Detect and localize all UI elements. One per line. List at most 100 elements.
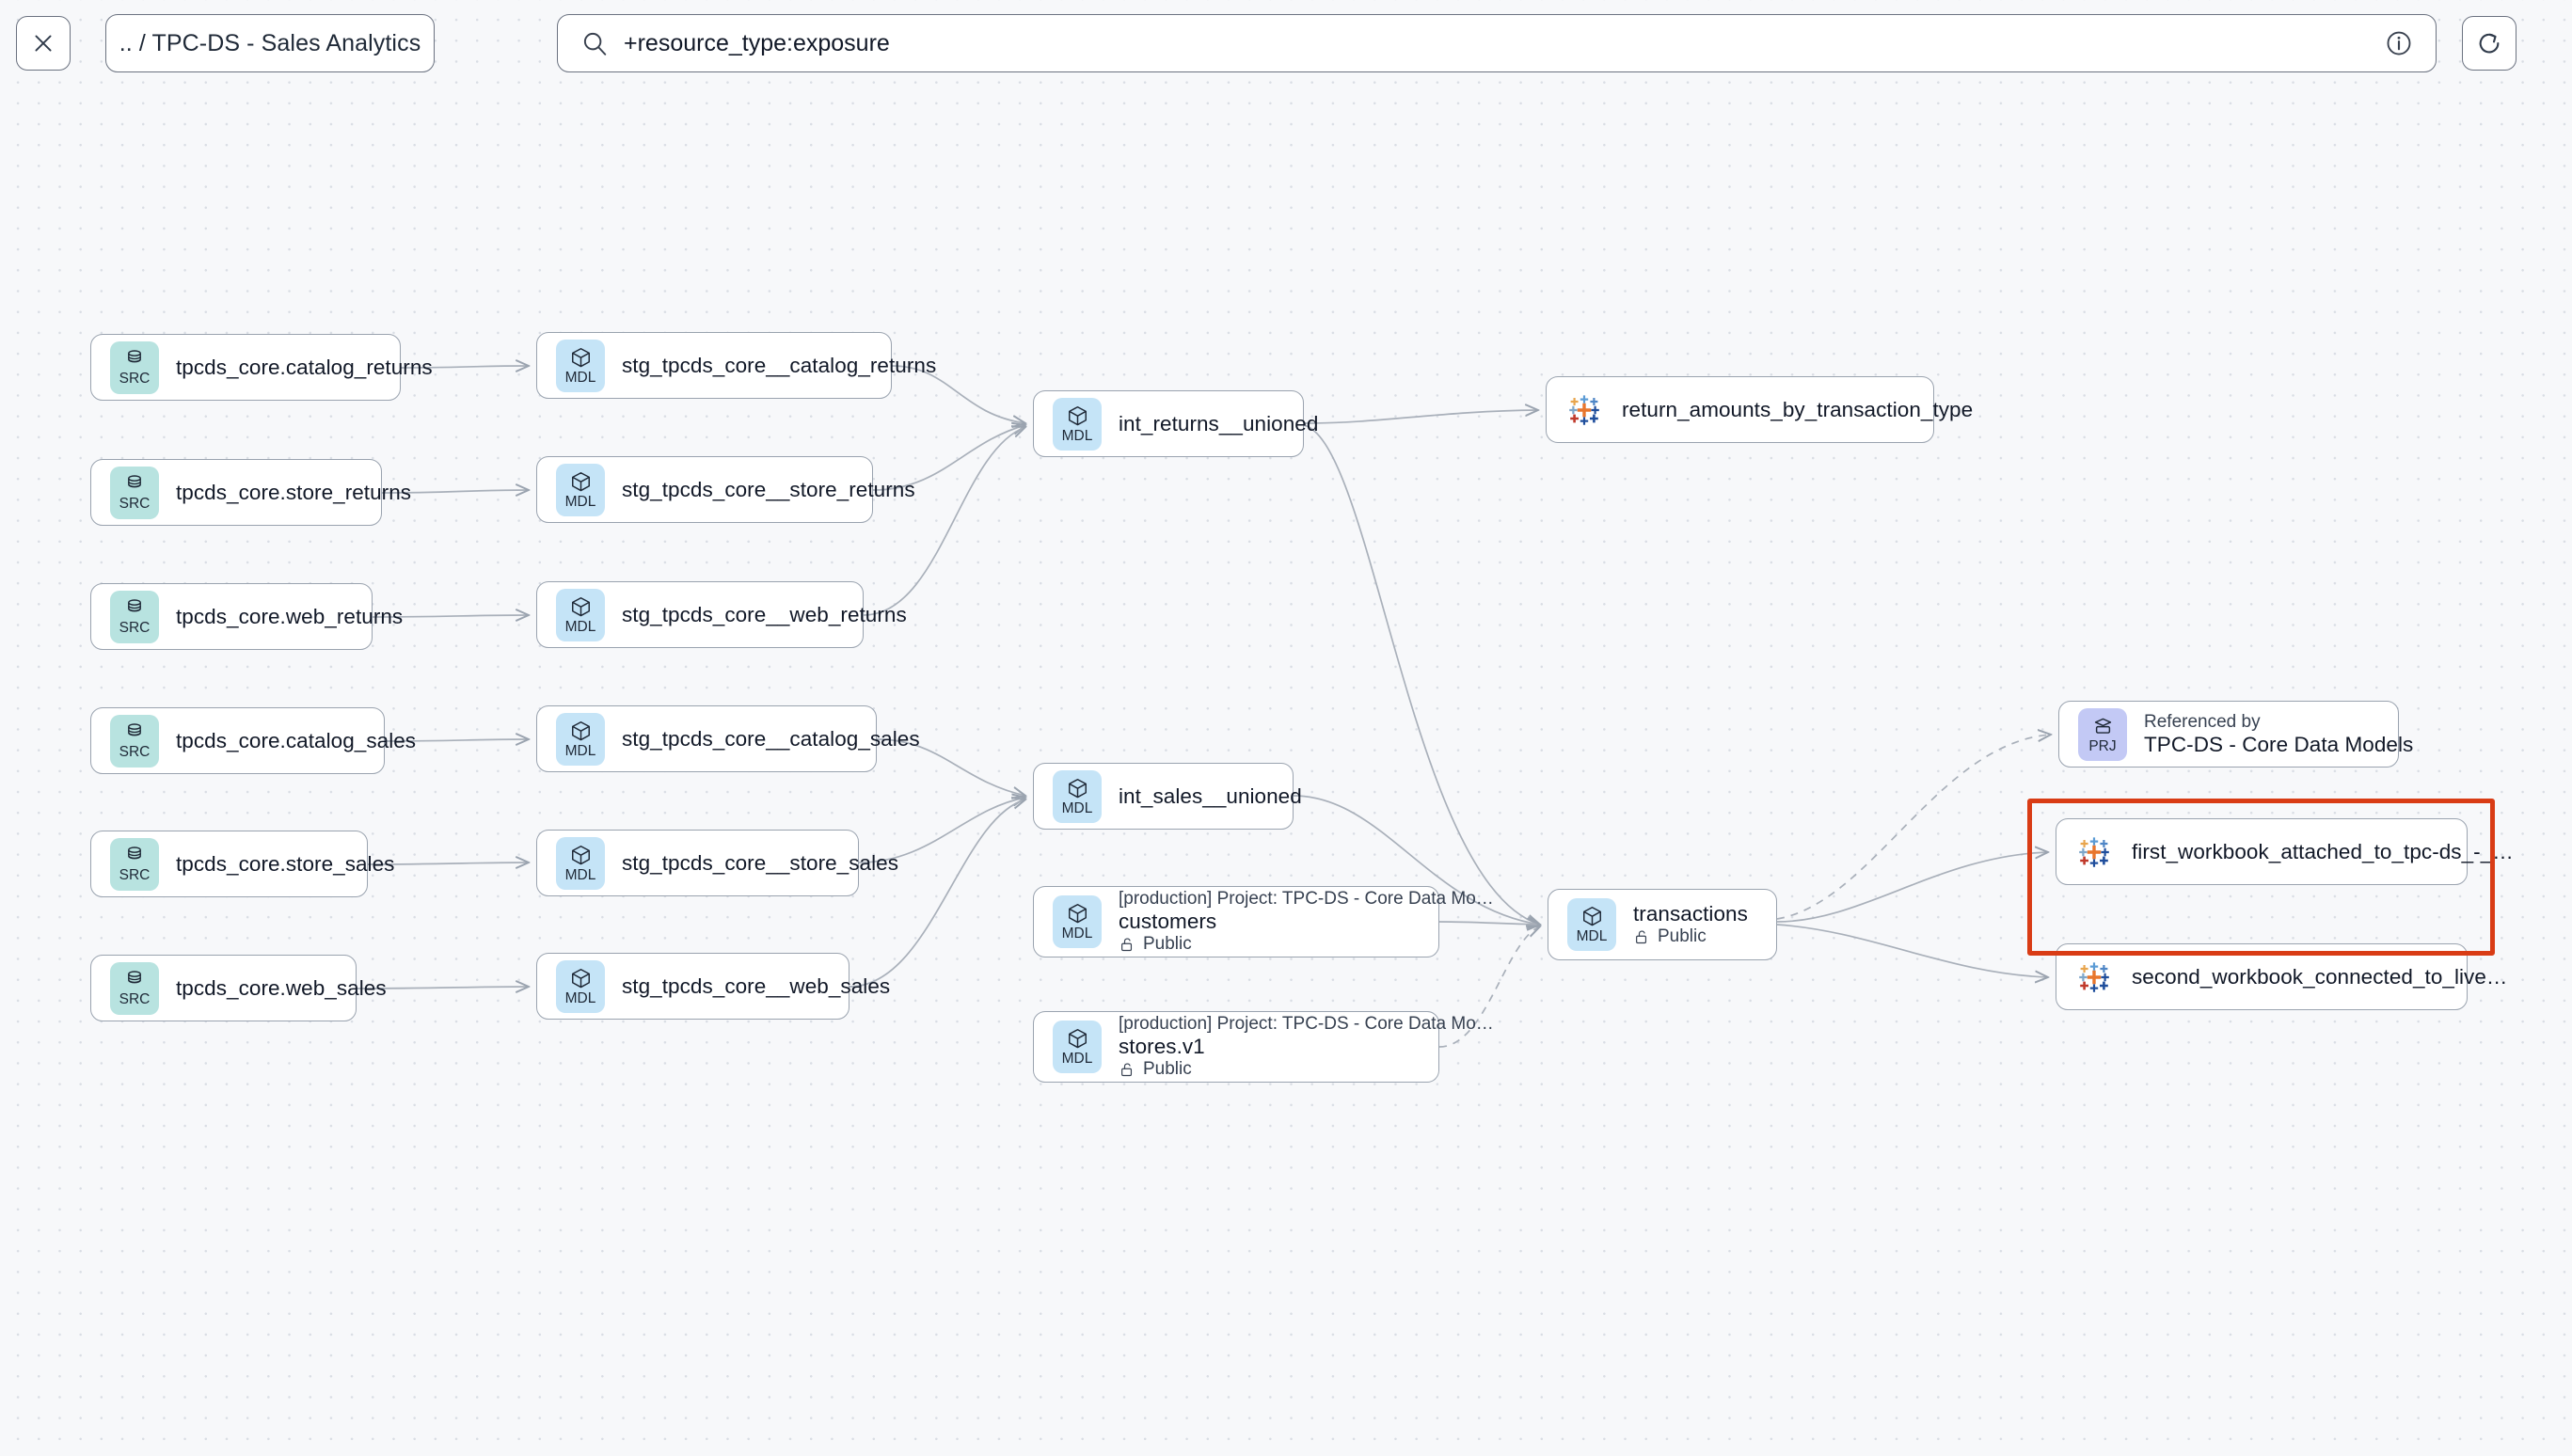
node-type-badge: MDL	[1053, 1021, 1102, 1073]
graph-node-mdl-stores[interactable]: MDL [production] Project: TPC-DS - Core D…	[1033, 1011, 1494, 1083]
node-body: stg_tpcds_core__store_sales	[622, 850, 899, 876]
node-visibility-label: Public	[1143, 1059, 1192, 1079]
cube-icon	[1582, 907, 1601, 926]
close-button[interactable]	[16, 16, 71, 71]
unlock-icon	[1121, 1063, 1133, 1076]
node-type-badge-label: SRC	[119, 867, 151, 884]
node-type-badge-label: SRC	[119, 371, 151, 388]
node-subtitle: [production] Project: TPC-DS - Core Data…	[1119, 889, 1494, 909]
node-type-badge-label: MDL	[564, 866, 596, 883]
node-type-badge: SRC	[110, 466, 159, 519]
cube-icon	[1068, 405, 1087, 426]
node-subtitle: [production] Project: TPC-DS - Core Data…	[1119, 1014, 1494, 1034]
graph-node-src-catalog-returns[interactable]: SRC tpcds_core.catalog_returns	[90, 334, 433, 401]
unlock-icon	[1636, 930, 1647, 943]
tableau-icon	[2079, 961, 2109, 992]
breadcrumb-label: .. / TPC-DS - Sales Analytics	[119, 29, 421, 56]
graph-node-mdl-customers[interactable]: MDL [production] Project: TPC-DS - Core D…	[1033, 886, 1494, 957]
graph-node-stg-store-sales[interactable]: MDL stg_tpcds_core__store_sales	[536, 830, 899, 896]
node-title: stg_tpcds_core__catalog_sales	[622, 726, 920, 751]
node-visibility: Public	[1633, 926, 1748, 947]
cube-icon	[1068, 1029, 1087, 1049]
graph-node-stg-web-returns[interactable]: MDL stg_tpcds_core__web_returns	[536, 581, 907, 648]
node-body: [production] Project: TPC-DS - Core Data…	[1119, 1014, 1494, 1080]
node-type-badge: SRC	[110, 590, 159, 643]
graph-node-int-sales-unioned[interactable]: MDL int_sales__unioned	[1033, 763, 1302, 830]
node-body: tpcds_core.web_returns	[176, 605, 403, 629]
graph-node-exp-first-workbook[interactable]: first_workbook_attached_to_tpc-ds_-_…	[2056, 818, 2514, 885]
cube-icon	[571, 471, 590, 492]
cube-icon	[571, 845, 590, 865]
graph-node-src-web-returns[interactable]: SRC tpcds_core.web_returns	[90, 583, 403, 650]
node-body: stg_tpcds_core__catalog_returns	[622, 354, 936, 378]
database-icon	[128, 971, 141, 984]
node-body: second_workbook_connected_to_live…	[2132, 965, 2507, 989]
graph-node-stg-catalog-returns[interactable]: MDL stg_tpcds_core__catalog_returns	[536, 332, 936, 399]
node-body: tpcds_core.store_returns	[176, 480, 412, 505]
refresh-icon	[2479, 33, 2500, 54]
node-title: tpcds_core.catalog_sales	[176, 728, 417, 752]
node-title: stg_tpcds_core__web_returns	[622, 602, 907, 626]
search-bar[interactable]: +resource_type:exposure	[557, 14, 2437, 72]
node-visibility-label: Public	[1143, 934, 1192, 954]
node-title: stg_tpcds_core__web_sales	[622, 973, 891, 998]
node-title: tpcds_core.store_sales	[176, 851, 395, 876]
node-title: first_workbook_attached_to_tpc-ds_-_…	[2132, 839, 2514, 863]
graph-node-stg-catalog-sales[interactable]: MDL stg_tpcds_core__catalog_sales	[536, 705, 920, 772]
node-type-badge: MDL	[556, 588, 605, 641]
refresh-button[interactable]	[2462, 16, 2516, 71]
cube-icon	[571, 596, 590, 617]
node-type-badge: MDL	[556, 339, 605, 392]
graph-node-src-store-returns[interactable]: SRC tpcds_core.store_returns	[90, 459, 412, 526]
node-title: int_sales__unioned	[1119, 783, 1302, 808]
node-type-badge-label: MDL	[1061, 926, 1093, 942]
node-title: tpcds_core.catalog_returns	[176, 355, 433, 379]
stack-icon	[2094, 718, 2111, 734]
node-type-badge-label: MDL	[564, 989, 596, 1006]
info-icon[interactable]	[2385, 29, 2413, 57]
node-body: stg_tpcds_core__web_sales	[622, 973, 891, 999]
tableau-icon	[1569, 394, 1599, 425]
close-icon	[35, 35, 52, 52]
top-toolbar: .. / TPC-DS - Sales Analytics +resource_…	[0, 0, 2572, 109]
node-body: int_sales__unioned	[1119, 783, 1302, 809]
node-title: tpcds_core.store_returns	[176, 480, 412, 504]
node-body: stg_tpcds_core__catalog_sales	[622, 726, 920, 752]
node-type-badge: SRC	[110, 340, 159, 394]
node-visibility: Public	[1119, 1059, 1438, 1080]
node-body: return_amounts_by_transaction_type	[1622, 398, 1973, 422]
cube-icon	[1068, 904, 1087, 924]
search-icon	[583, 32, 607, 55]
node-title: stg_tpcds_core__store_returns	[622, 477, 915, 501]
node-type-badge: SRC	[110, 961, 159, 1015]
node-body: stg_tpcds_core__web_returns	[622, 602, 907, 627]
node-type-badge-label: MDL	[1061, 1051, 1093, 1068]
graph-node-exp-return-amounts[interactable]: return_amounts_by_transaction_type	[1546, 376, 1973, 443]
tableau-icon	[2079, 836, 2109, 867]
database-icon	[128, 350, 141, 363]
graph-node-src-store-sales[interactable]: SRC tpcds_core.store_sales	[90, 831, 395, 897]
node-type-badge: MDL	[1053, 769, 1102, 823]
search-input[interactable]: +resource_type:exposure	[624, 29, 890, 56]
node-type-badge-label: MDL	[1061, 799, 1093, 816]
node-type-badge: MDL	[556, 712, 605, 766]
node-body: int_returns__unioned	[1119, 412, 1318, 436]
database-icon	[128, 723, 141, 736]
breadcrumb[interactable]: .. / TPC-DS - Sales Analytics	[105, 14, 435, 72]
node-body: tpcds_core.catalog_sales	[176, 728, 417, 753]
node-title: stg_tpcds_core__store_sales	[622, 850, 899, 875]
node-title: customers	[1119, 910, 1217, 933]
node-type-badge: MDL	[556, 959, 605, 1013]
graph-node-stg-web-sales[interactable]: MDL stg_tpcds_core__web_sales	[536, 953, 891, 1020]
node-body: stg_tpcds_core__store_returns	[622, 477, 915, 502]
exposure-highlight-box	[2027, 799, 2495, 956]
node-type-badge-label: SRC	[119, 496, 151, 513]
